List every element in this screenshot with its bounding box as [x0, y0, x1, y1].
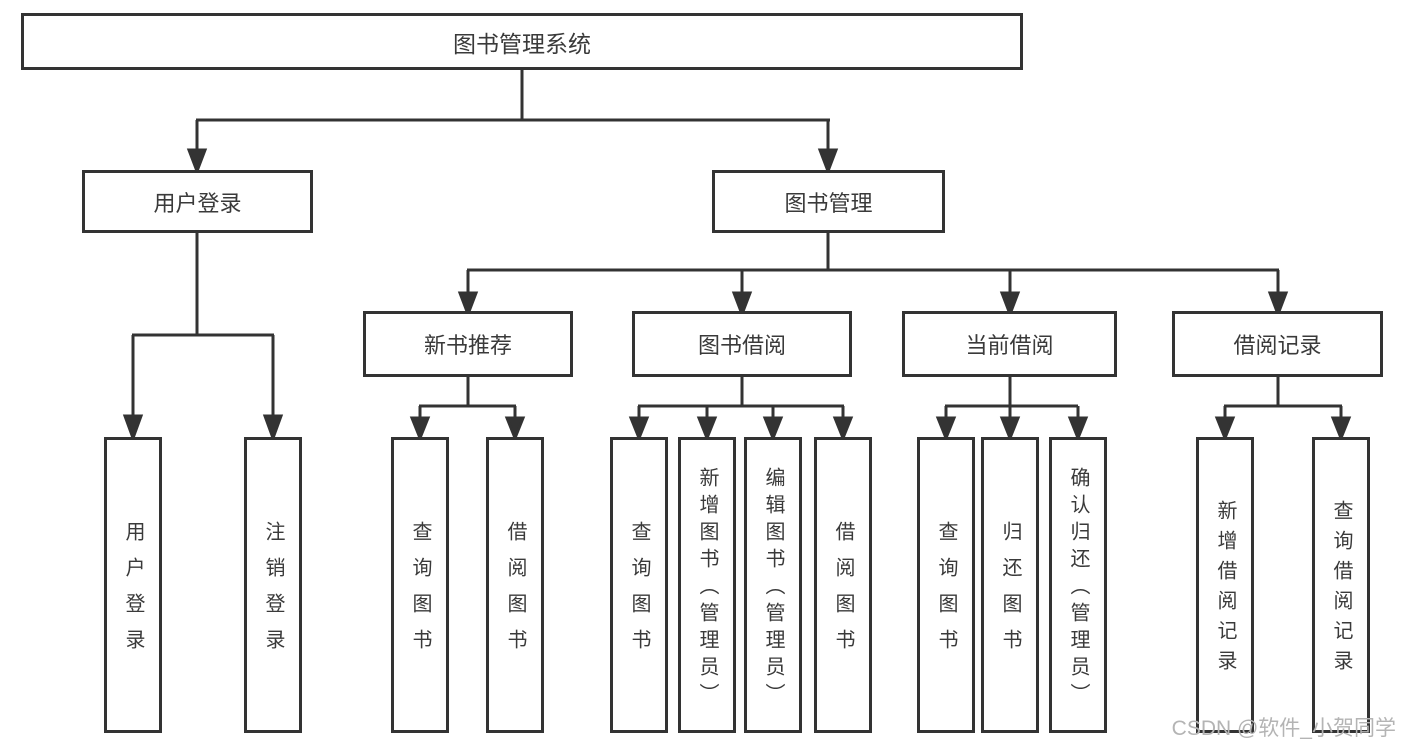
branch-book-management [457, 233, 1289, 319]
leaf-edit-books-admin-label: 编辑图书（管理员） [762, 467, 784, 710]
leaf-logout: 注销登录 [244, 437, 302, 733]
leaf-add-borrow-record: 新增借阅记录 [1196, 437, 1254, 733]
leaf-user-login: 用户登录 [104, 437, 162, 733]
node-book-borrow-label: 图书借阅 [697, 333, 786, 358]
node-book-borrow: 图书借阅 [632, 311, 852, 377]
leaf-return-books-label: 归还图书 [999, 521, 1021, 665]
leaf-query-books-current-label: 查询图书 [935, 521, 957, 665]
node-new-book-recommend-label: 新书推荐 [423, 333, 512, 358]
leaf-edit-books-admin: 编辑图书（管理员） [744, 437, 802, 733]
csdn-watermark: CSDN @软件_小贺同学 [1171, 717, 1396, 740]
leaf-user-login-label: 用户登录 [122, 521, 144, 665]
leaf-query-books-newbooks: 查询图书 [391, 437, 449, 733]
node-root-system: 图书管理系统 [21, 13, 1023, 70]
node-user-login: 用户登录 [82, 170, 313, 233]
node-borrow-records: 借阅记录 [1172, 311, 1383, 377]
leaf-add-books-admin-label: 新增图书（管理员） [696, 467, 718, 710]
branch-root-to-level2 [186, 69, 839, 176]
node-new-book-recommend: 新书推荐 [363, 311, 573, 377]
branch-new-books [409, 377, 526, 443]
leaf-borrow-books: 借阅图书 [814, 437, 872, 733]
leaf-borrow-books-label: 借阅图书 [832, 521, 854, 665]
leaf-logout-label: 注销登录 [262, 521, 284, 665]
node-current-borrow-label: 当前借阅 [965, 333, 1054, 358]
node-current-borrow: 当前借阅 [902, 311, 1117, 377]
leaf-confirm-return-admin-label: 确认归还（管理员） [1067, 467, 1089, 710]
leaf-add-books-admin: 新增图书（管理员） [678, 437, 736, 733]
branch-user-login [122, 233, 284, 443]
branch-current [935, 377, 1089, 443]
node-borrow-records-label: 借阅记录 [1233, 333, 1322, 358]
node-book-management-label: 图书管理 [784, 190, 873, 216]
leaf-borrow-books-newbooks-label: 借阅图书 [504, 521, 526, 665]
node-user-login-label: 用户登录 [153, 190, 242, 216]
branch-records [1214, 377, 1352, 443]
leaf-query-books-current: 查询图书 [917, 437, 975, 733]
leaf-query-borrow-record-label: 查询借阅记录 [1330, 500, 1352, 680]
leaf-borrow-books-newbooks: 借阅图书 [486, 437, 544, 733]
leaf-query-books-borrow-label: 查询图书 [628, 521, 650, 665]
leaf-query-borrow-record: 查询借阅记录 [1312, 437, 1370, 733]
node-book-management: 图书管理 [712, 170, 945, 233]
leaf-query-books-newbooks-label: 查询图书 [409, 521, 431, 665]
leaf-return-books: 归还图书 [981, 437, 1039, 733]
node-root-label: 图书管理系统 [453, 30, 591, 57]
branch-borrow [628, 377, 854, 443]
leaf-add-borrow-record-label: 新增借阅记录 [1214, 500, 1236, 680]
leaf-query-books-borrow: 查询图书 [610, 437, 668, 733]
leaf-confirm-return-admin: 确认归还（管理员） [1049, 437, 1107, 733]
